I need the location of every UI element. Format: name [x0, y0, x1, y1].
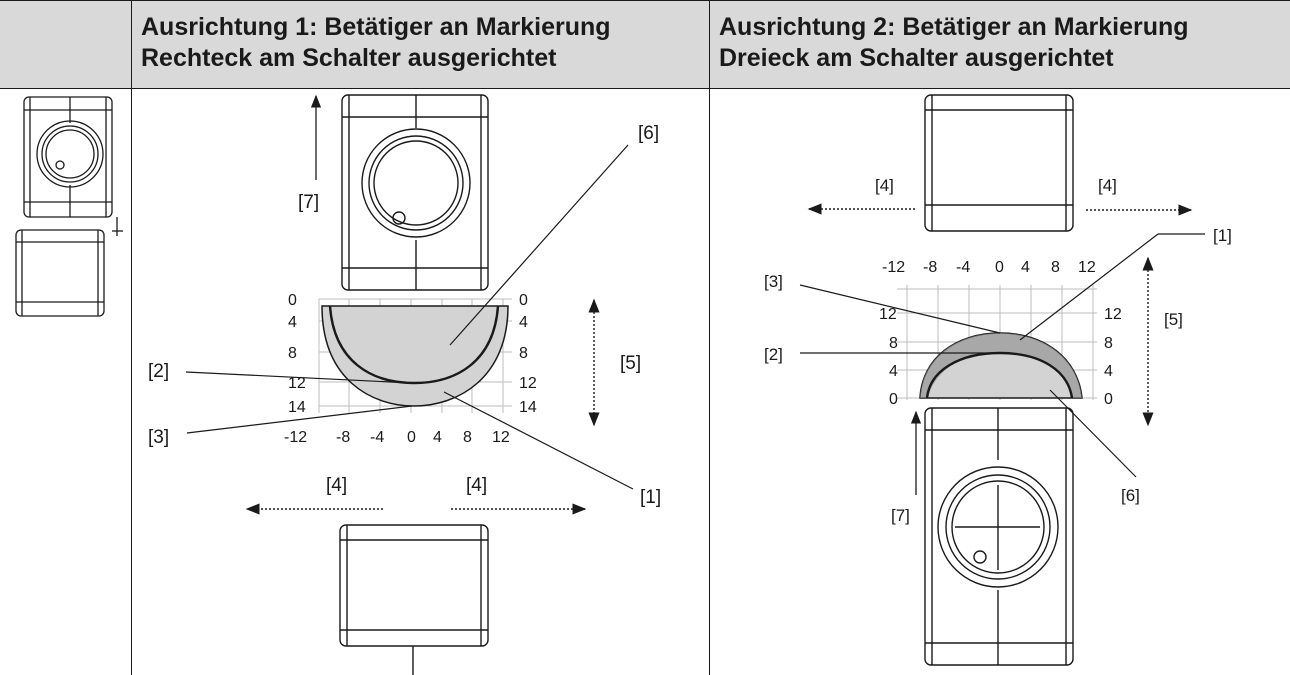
- leader-6-right: [1049, 389, 1137, 478]
- table-border-col2: [709, 0, 710, 675]
- x-ticks-2: -12 -8 -4 0 4 8 12: [882, 259, 1096, 276]
- svg-text:12: 12: [1078, 259, 1096, 276]
- svg-text:0: 0: [995, 259, 1004, 276]
- label-4b-left: [4]: [466, 475, 487, 496]
- actuator-2: [924, 94, 1074, 232]
- y-ticks-right-1: 0 4 8 12 14: [519, 292, 537, 416]
- label-4a-right: [4]: [875, 176, 894, 195]
- label-5-left: [5]: [620, 353, 641, 374]
- orientation-1-title-line1: Ausrichtung 1: Betätiger an Markierung: [141, 13, 611, 41]
- svg-text:0: 0: [407, 429, 416, 446]
- svg-text:0: 0: [288, 292, 297, 309]
- switch-body-2: [924, 407, 1074, 666]
- svg-text:-4: -4: [370, 429, 384, 446]
- header-cell-orientation-1: Ausrichtung 1: Betätiger an Markierung R…: [131, 0, 709, 88]
- overview-actuator: [15, 229, 105, 317]
- svg-text:12: 12: [492, 429, 510, 446]
- label-3-left: [3]: [148, 427, 169, 448]
- label-6-right: [6]: [1121, 486, 1140, 505]
- svg-text:14: 14: [519, 399, 537, 416]
- svg-text:-4: -4: [956, 259, 970, 276]
- svg-text:-12: -12: [284, 429, 307, 446]
- label-5-right: [5]: [1164, 310, 1183, 329]
- svg-text:-8: -8: [923, 259, 937, 276]
- boundary-2-left: [328, 305, 500, 385]
- actuator-1: [339, 524, 489, 675]
- svg-text:8: 8: [463, 429, 472, 446]
- y-ticks-left-2: 12 8 4 0: [879, 306, 898, 408]
- label-4b-right: [4]: [1098, 176, 1117, 195]
- svg-text:14: 14: [288, 399, 306, 416]
- svg-text:12: 12: [1104, 306, 1122, 323]
- label-3-right: [3]: [764, 272, 783, 291]
- label-2-left: [2]: [148, 361, 169, 382]
- switch-body-1: [341, 94, 489, 291]
- svg-text:-12: -12: [882, 259, 905, 276]
- svg-text:12: 12: [288, 375, 306, 392]
- svg-text:0: 0: [889, 391, 898, 408]
- leader-1-left: [443, 391, 634, 490]
- svg-text:4: 4: [519, 314, 528, 331]
- svg-text:0: 0: [1104, 391, 1113, 408]
- svg-text:8: 8: [889, 335, 898, 352]
- orientation-2-title: Ausrichtung 2: Betätiger an Markierung D…: [719, 12, 1189, 74]
- svg-text:12: 12: [519, 375, 537, 392]
- leader-3-left: [186, 405, 413, 434]
- table-border-col1: [131, 0, 132, 675]
- table-border-top: [0, 0, 1290, 1]
- label-4a-left: [4]: [326, 475, 347, 496]
- label-7-right: [7]: [891, 506, 910, 525]
- header-cell-blank: [0, 0, 131, 88]
- svg-text:4: 4: [1021, 259, 1030, 276]
- svg-text:4: 4: [288, 314, 297, 331]
- svg-text:0: 0: [519, 292, 528, 309]
- label-1-right: [1]: [1213, 226, 1232, 245]
- overview-switch: [23, 96, 123, 236]
- orientation-2-title-line1: Ausrichtung 2: Betätiger an Markierung: [719, 13, 1189, 41]
- svg-text:8: 8: [1051, 259, 1060, 276]
- svg-text:8: 8: [288, 345, 297, 362]
- leader-1-right: [1019, 233, 1159, 341]
- header-cell-orientation-2: Ausrichtung 2: Betätiger an Markierung D…: [709, 0, 1290, 88]
- leader-3-right: [799, 284, 1001, 334]
- orientation-2-title-line2: Dreieck am Schalter ausgerichtet: [719, 44, 1114, 72]
- label-7-left: [7]: [298, 192, 319, 213]
- zone-1-right-dark: [920, 333, 1082, 398]
- y-ticks-right-2: 12 8 4 0: [1104, 306, 1122, 408]
- svg-text:4: 4: [1104, 363, 1113, 380]
- label-6-left: [6]: [638, 123, 659, 144]
- svg-text:-8: -8: [336, 429, 350, 446]
- label-1-left: [1]: [640, 487, 661, 508]
- svg-text:8: 8: [519, 345, 528, 362]
- orientation-1-title: Ausrichtung 1: Betätiger an Markierung R…: [141, 12, 611, 74]
- header-divider: [0, 88, 1290, 89]
- svg-text:4: 4: [433, 429, 442, 446]
- orientation-1-title-line2: Rechteck am Schalter ausgerichtet: [141, 44, 557, 72]
- svg-text:4: 4: [889, 363, 898, 380]
- y-ticks-left-1: 0 4 8 12 14: [288, 292, 306, 416]
- leader-2-left: [185, 371, 413, 384]
- svg-text:8: 8: [1104, 335, 1113, 352]
- leader-6-left: [449, 144, 629, 346]
- svg-text:12: 12: [879, 306, 897, 323]
- label-2-right: [2]: [764, 345, 783, 364]
- x-ticks-1: -12 -8 -4 0 4 8 12: [284, 429, 510, 446]
